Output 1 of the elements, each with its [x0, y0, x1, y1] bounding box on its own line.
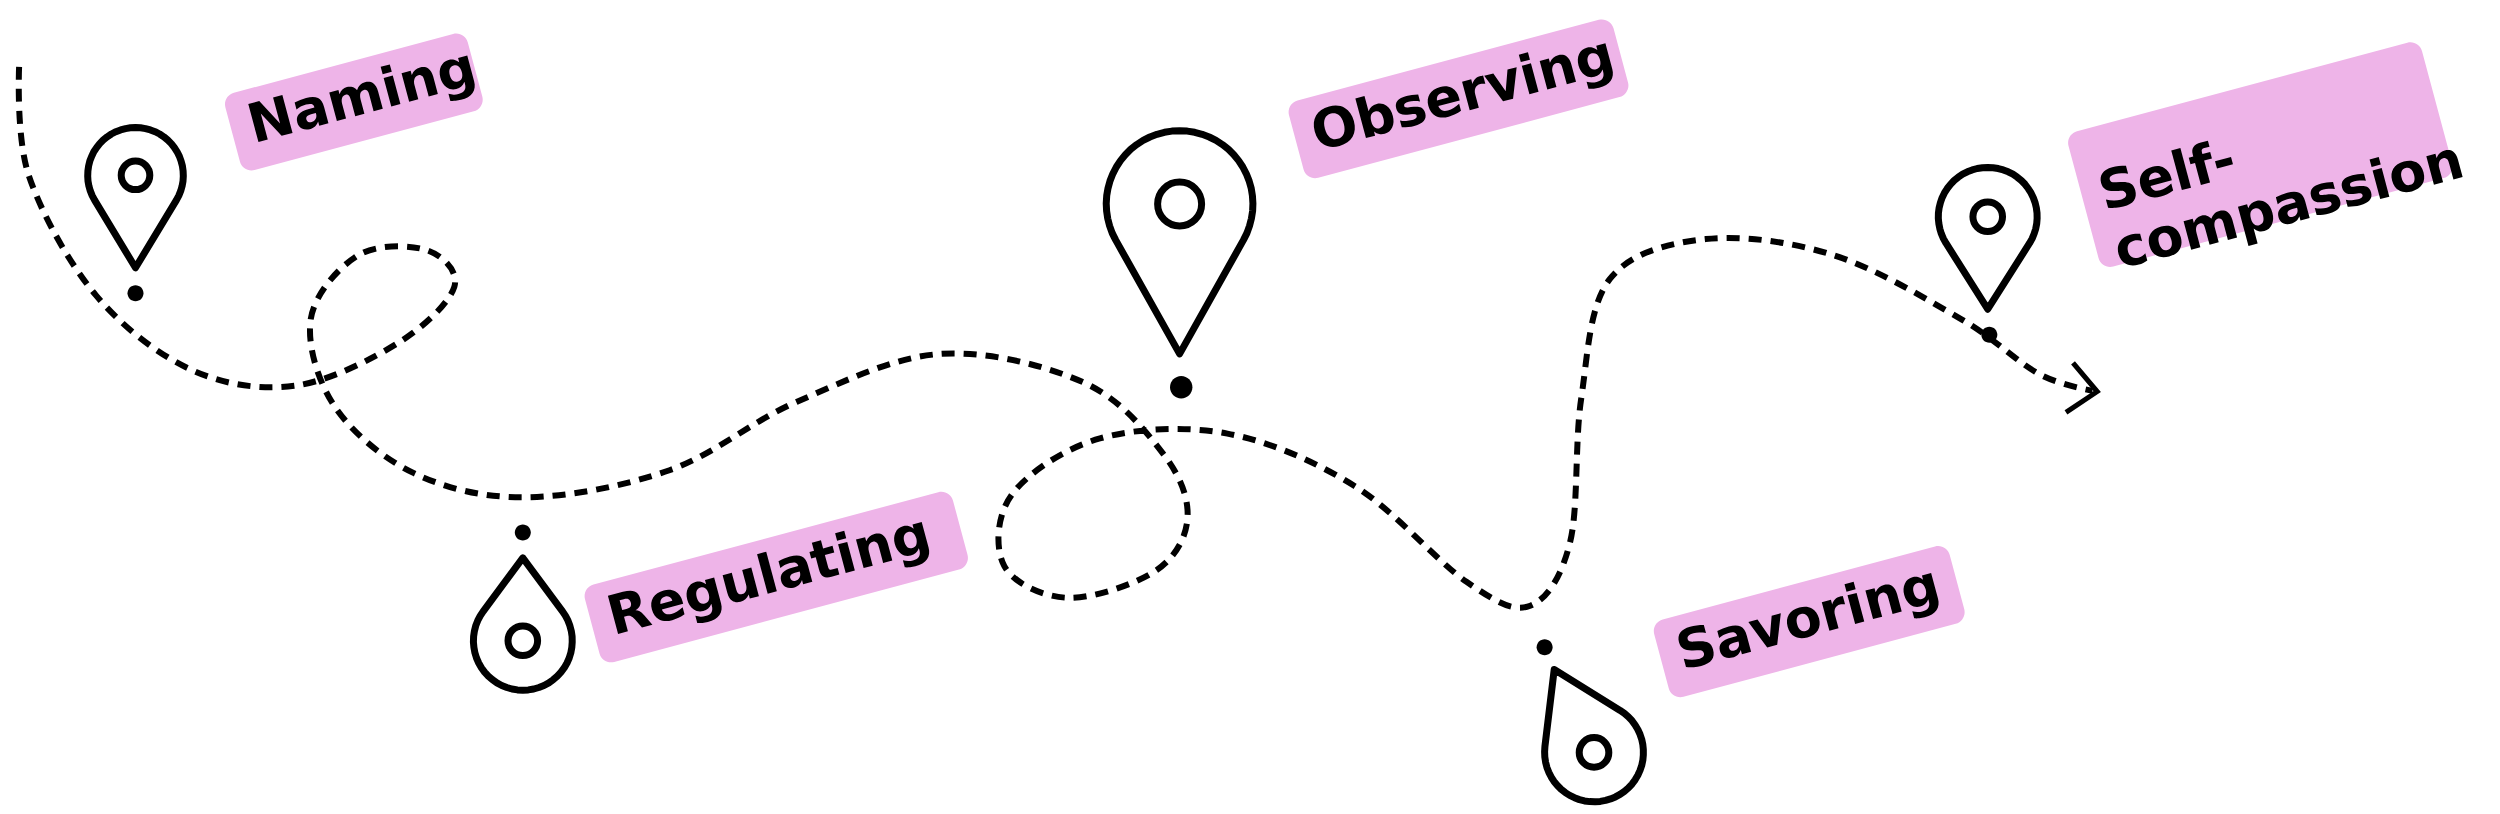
label-tag: Naming [225, 33, 483, 171]
